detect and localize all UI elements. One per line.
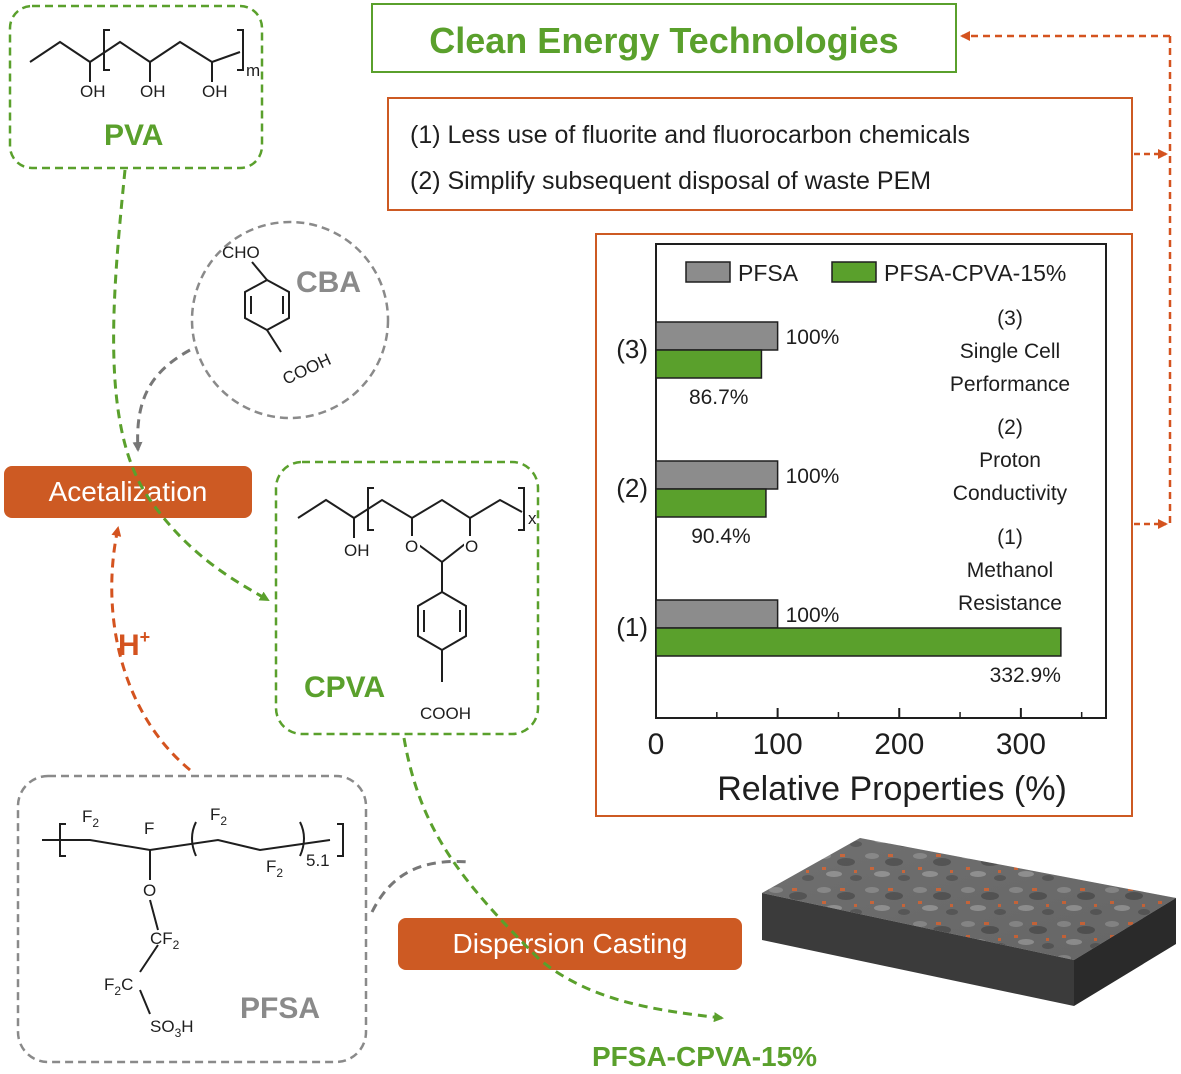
pva-structure: OH OH OH m (29, 29, 260, 101)
clean-energy-banner: Clean Energy Technologies (371, 3, 957, 73)
cpva-bar (655, 488, 767, 518)
acetalization-label-box: Acetalization (4, 466, 252, 518)
category-note: Methanol (967, 559, 1053, 582)
pfsa-bar (655, 460, 779, 490)
oxygen-label: O (465, 537, 478, 556)
pva-label: PVA (104, 119, 163, 152)
cf2-label: F2 (82, 807, 99, 830)
cba-structure: CHO COOH (222, 243, 334, 389)
benefits-box: (1) Less use of fluorite and fluorocarbo… (387, 97, 1133, 211)
benefit-item-1: (1) Less use of fluorite and fluorocarbo… (410, 121, 970, 149)
bar-value-label: 100% (786, 465, 840, 488)
bar-value-label: 100% (786, 604, 840, 627)
oh-label: OH (140, 82, 166, 101)
dispersion-casting-label: Dispersion Casting (453, 928, 688, 959)
cba-to-acetalization-arrow (132, 348, 191, 452)
dispersion-casting-label-box: Dispersion Casting (398, 918, 742, 970)
fluorine-label: F (144, 819, 154, 838)
relative-properties-chart: PFSA PFSA-CPVA-15% (1) 100% 332.9% (1) Methano… (616, 243, 1107, 808)
pva-box: OH OH OH m PVA (8, 4, 264, 170)
legend-label: PFSA-CPVA-15% (884, 260, 1066, 286)
cba-circle: CHO COOH CBA (190, 220, 390, 420)
banner-title: Clean Energy Technologies (429, 20, 898, 61)
x-tick-label: 100 (753, 728, 803, 761)
cooh-label: COOH (280, 350, 334, 389)
oxygen-label: O (405, 537, 418, 556)
category-note: Resistance (958, 592, 1062, 615)
category-note: Single Cell (960, 340, 1060, 363)
cf2-label: F2 (266, 857, 283, 880)
f2c-chain-label: F2C (104, 975, 133, 998)
category-note: (1) (997, 526, 1023, 549)
flow-arrows (110, 31, 1172, 1023)
pfsa-label: PFSA (240, 992, 320, 1025)
cpva-to-product-arrow (402, 737, 724, 1023)
bar-value-label: 100% (786, 326, 840, 349)
product-label: PFSA-CPVA-15% (592, 1041, 817, 1072)
acid-catalyst: H+ (118, 627, 150, 662)
x-axis-label: Relative Properties (%) (717, 770, 1067, 808)
repeat-label: 5.1 (306, 851, 330, 870)
oh-label: OH (344, 541, 370, 560)
cho-label: CHO (222, 243, 260, 262)
category-note: (2) (997, 416, 1023, 439)
chart-box: PFSA PFSA-CPVA-15% (1) 100% 332.9% (1) Methano… (595, 233, 1133, 817)
cpva-structure: OH O O x COOH (297, 487, 537, 723)
pfsa-to-acetalization-arrow (110, 526, 191, 772)
oh-label: OH (80, 82, 106, 101)
category-note: (3) (997, 307, 1023, 330)
oxygen-label: O (143, 881, 156, 900)
pfsa-bar (655, 321, 779, 351)
legend-swatch (685, 261, 731, 283)
oh-label: OH (202, 82, 228, 101)
legend-label: PFSA (738, 260, 799, 286)
category-note: Conductivity (953, 482, 1068, 505)
category-label: (3) (616, 334, 648, 364)
pfsa-to-casting-link (370, 859, 471, 913)
bar-value-label: 86.7% (689, 386, 749, 409)
bar-value-label: 90.4% (691, 525, 751, 548)
bar-value-label: 332.9% (990, 664, 1061, 687)
cooh-label: COOH (420, 704, 471, 723)
category-label: (2) (616, 473, 648, 503)
membrane-slab-image (762, 838, 1176, 1006)
cpva-bar (655, 349, 763, 379)
pfsa-box: F2 F F2 F2 5.1 O CF2 F2C SO3H PFSA (16, 774, 368, 1064)
category-note: Proton (979, 449, 1041, 472)
cpva-bar (655, 627, 1062, 657)
category-note: Performance (950, 373, 1070, 396)
x-tick-label: 0 (648, 728, 665, 761)
legend-swatch (831, 261, 877, 283)
pfsa-bar (655, 599, 779, 629)
repeat-x-label: x (528, 509, 537, 528)
category-label: (1) (616, 612, 648, 642)
cpva-box: OH O O x COOH CPVA (274, 460, 540, 736)
x-tick-label: 300 (996, 728, 1046, 761)
benefit-item-2: (2) Simplify subsequent disposal of wast… (410, 167, 931, 195)
acid-label: H+ (118, 627, 150, 662)
cba-label: CBA (296, 266, 361, 299)
pfsa-structure: F2 F F2 F2 5.1 O CF2 F2C SO3H (42, 805, 344, 1040)
so3h-label: SO3H (150, 1017, 194, 1040)
acetalization-label: Acetalization (49, 476, 208, 507)
cpva-label: CPVA (304, 671, 385, 704)
x-tick-label: 200 (874, 728, 924, 761)
cf2-label: F2 (210, 805, 227, 828)
pva-to-cpva-arrow (112, 169, 270, 602)
repeat-m-label: m (246, 61, 260, 80)
cf2-chain-label: CF2 (150, 929, 180, 952)
